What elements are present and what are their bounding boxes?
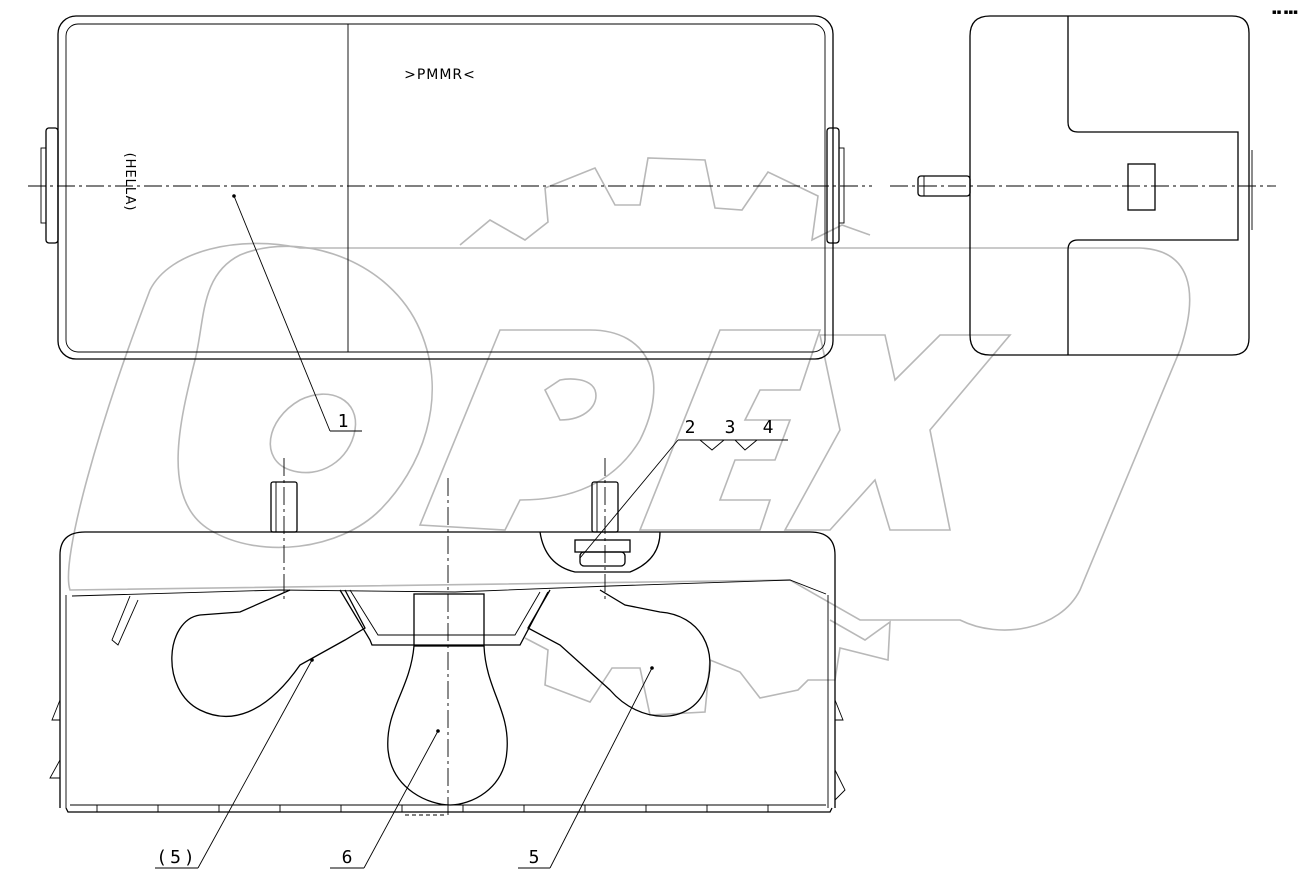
watermark-gear-bottom — [524, 619, 891, 716]
watermark-letter-o — [177, 245, 433, 549]
callout-1-leader — [233, 195, 331, 432]
watermark-letter-o-inner — [269, 393, 357, 474]
left-mounting-tab — [45, 127, 59, 244]
left-mounting-tab-inner — [40, 147, 47, 224]
callout-6-dot — [436, 729, 440, 733]
watermark-swoosh — [67, 242, 1191, 631]
callout-6-leader — [363, 730, 439, 869]
callout-5-paren-leader — [197, 659, 313, 869]
watermark-letter-p-inner — [543, 378, 597, 421]
left-side-bulb — [171, 589, 366, 717]
lamp-body-outline — [59, 531, 836, 808]
callout-5-paren-label: (5) — [156, 847, 198, 868]
callout-6-label: 6 — [342, 847, 353, 868]
callout-234-group — [579, 439, 788, 559]
watermark-letter-x — [783, 334, 1012, 531]
connector-body-outline — [969, 15, 1250, 356]
connector-pin-slot — [1127, 163, 1156, 211]
bulb-holder-bracket — [339, 589, 549, 646]
lamp-lens-bottom — [65, 807, 833, 813]
right-clip-upper — [834, 699, 844, 721]
central-bulb-base — [413, 593, 485, 647]
corner-mark: ▪▪ ▪▪▪ — [1272, 8, 1298, 16]
reflector-top-line — [71, 579, 827, 597]
nut — [579, 551, 626, 567]
right-side-bulb — [527, 589, 711, 717]
callout-4-label: 4 — [763, 417, 774, 438]
brand-side-label: (HELLA) — [122, 153, 137, 212]
connector-notch — [1067, 16, 1239, 355]
housing-inner-outline — [65, 23, 826, 353]
callout-1-label: 1 — [338, 411, 349, 432]
left-clip-upper — [51, 699, 61, 721]
lamp-front-view — [49, 458, 846, 869]
central-bulb-glass — [387, 645, 508, 806]
watermark — [67, 157, 1191, 716]
callout-1-dot — [232, 194, 236, 198]
lens-segment-ticks — [96, 805, 769, 812]
callout-5-label: 5 — [529, 847, 540, 868]
watermark-gear-top — [459, 157, 871, 246]
right-mounting-tab-inner — [838, 147, 845, 224]
callout-2-label: 2 — [685, 417, 696, 438]
housing-top-view — [28, 15, 872, 432]
nut-pocket — [539, 531, 661, 573]
callout-234-brackets — [699, 439, 758, 451]
callout-5-leader — [549, 667, 653, 869]
callout-3-label: 3 — [725, 417, 736, 438]
watermark-letter-p — [418, 329, 655, 531]
connector-side-view — [890, 15, 1276, 356]
bulb-holder-bracket-inner — [349, 589, 541, 636]
left-reflector-fin — [111, 595, 139, 646]
callout-5-dot — [650, 666, 654, 670]
callout-5-paren-dot — [310, 658, 314, 662]
brand-top-label: >PMMR< — [404, 67, 476, 83]
callout-234-leader — [579, 439, 679, 559]
left-clip-lower — [49, 759, 61, 779]
watermark-letter-e — [638, 329, 822, 531]
right-clip-lower — [834, 769, 846, 801]
washer — [574, 539, 631, 553]
